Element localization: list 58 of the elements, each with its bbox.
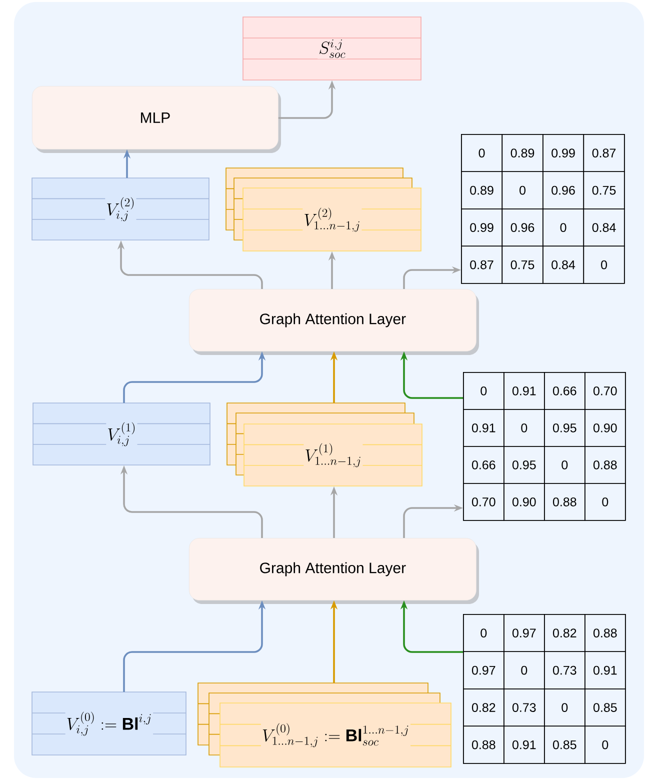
matrix-cell: 0.88 xyxy=(463,726,504,764)
matrix-cell: 0.91 xyxy=(504,372,545,410)
matrix-cell: 0 xyxy=(583,246,625,284)
matrix-cell: 0 xyxy=(463,372,504,410)
matrix-cell: 0.91 xyxy=(463,409,504,447)
matrix-cell: 0.85 xyxy=(584,688,626,727)
matrix-cell: 0.70 xyxy=(463,483,504,521)
matrix-cell: 0.82 xyxy=(463,688,504,727)
matrix-cell: 0.96 xyxy=(542,171,584,210)
layer-box: MLP xyxy=(32,86,281,153)
matrix-cell: 0.97 xyxy=(463,651,504,690)
matrix-cell: 0.90 xyxy=(504,483,545,521)
matrix-cell: 0.89 xyxy=(502,134,544,172)
matrix-cell: 0.66 xyxy=(463,446,504,484)
matrix-cell: 0 xyxy=(502,171,544,210)
matrix-cell: 0.99 xyxy=(542,134,584,172)
matrix-cell: 0.70 xyxy=(584,372,626,410)
matrix-cell: 0.84 xyxy=(542,246,584,284)
matrix-cell: 0 xyxy=(504,409,545,447)
matrix-cell: 0.96 xyxy=(502,208,544,247)
matrix-cell: 0.89 xyxy=(461,171,503,210)
layer-box: Graph Attention Layer xyxy=(189,289,479,355)
matrix-cell: 0.84 xyxy=(583,208,625,247)
matrix-cell: 0.66 xyxy=(544,372,586,410)
matrix-cell: 0.73 xyxy=(544,651,586,690)
matrix-cell: 0 xyxy=(584,483,626,521)
matrix-cell: 0.75 xyxy=(502,246,544,284)
matrix-cell: 0 xyxy=(544,688,586,727)
matrix-cell: 0.91 xyxy=(584,651,626,690)
matrix-cell: 0 xyxy=(463,614,504,652)
matrix-cell: 0.88 xyxy=(544,483,586,521)
vector-box: $V^{(2)}_{1\ldots n-1,j}$ xyxy=(226,168,422,252)
matrix-cell: 0.85 xyxy=(544,726,586,764)
matrix-cell: 0.87 xyxy=(461,246,503,284)
vector-box: $S^{i,j}_{soc}$ xyxy=(242,16,422,80)
vector-box: $V^{(0)}_{i,j} := \mathbf{Bl}^{i,j}$ xyxy=(32,692,186,756)
matrix-cell: 0.73 xyxy=(504,688,545,727)
matrix-cell: 0 xyxy=(461,134,503,172)
matrix-cell: 0 xyxy=(542,208,584,247)
matrix-cell: 0.95 xyxy=(504,446,545,484)
matrix-cell: 0.88 xyxy=(584,614,626,652)
matrix-cell: 0.99 xyxy=(461,208,503,247)
matrix-cell: 0.88 xyxy=(584,446,626,484)
matrix-cell: 0.87 xyxy=(583,134,625,172)
matrix-cell: 0.97 xyxy=(504,614,545,652)
matrix-cell: 0.95 xyxy=(544,409,586,447)
layer-box: Graph Attention Layer xyxy=(189,538,479,604)
matrix-cell: 0.91 xyxy=(504,726,545,764)
matrix-cell: 0 xyxy=(584,726,626,764)
matrix-cell: 0 xyxy=(504,651,545,690)
matrix-cell: 0.75 xyxy=(583,171,625,210)
vector-box: $V^{(1)}_{i,j}$ xyxy=(32,402,210,466)
vector-box: $V^{(1)}_{1\ldots n-1,j}$ xyxy=(226,402,422,486)
vector-box: $V^{(2)}_{i,j}$ xyxy=(32,178,210,240)
matrix-cell: 0.82 xyxy=(544,614,586,652)
vector-box: $V^{(0)}_{1\ldots n-1,j} := \mathbf{Bl}^{1\ldots n-1,j}_{soc}$ xyxy=(198,682,452,768)
matrix-cell: 0 xyxy=(544,446,586,484)
matrix-cell: 0.90 xyxy=(584,409,626,447)
